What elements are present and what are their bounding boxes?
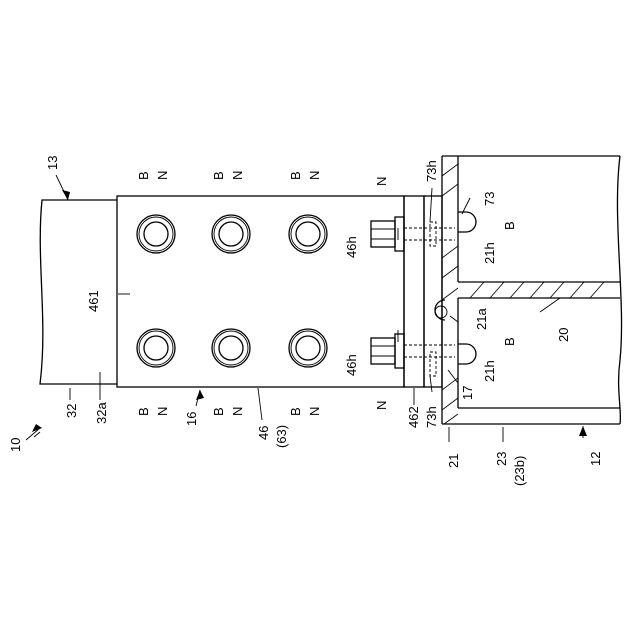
label-63: (63) bbox=[274, 425, 289, 448]
label-bolt: B bbox=[288, 407, 303, 416]
labels: 13 10 32 32a 461 16 46 (63) 46h 46h 462 … bbox=[8, 156, 603, 486]
member-12 bbox=[435, 156, 622, 424]
label-nut: N bbox=[155, 171, 170, 180]
plate-46 bbox=[117, 196, 442, 387]
bolt-head-top bbox=[458, 212, 476, 232]
label-nut: N bbox=[307, 407, 322, 416]
label-nut: N bbox=[374, 177, 389, 186]
label-21a: 21a bbox=[474, 308, 489, 330]
bolt-top-2 bbox=[212, 215, 250, 253]
label-10: 10 bbox=[8, 438, 23, 452]
label-462: 462 bbox=[406, 406, 421, 428]
label-nut: N bbox=[230, 407, 245, 416]
label-46: 46 bbox=[256, 426, 271, 440]
label-nut: N bbox=[374, 401, 389, 410]
label-23: 23 bbox=[494, 452, 509, 466]
label-bolt: B bbox=[288, 171, 303, 180]
label-21: 21 bbox=[446, 454, 461, 468]
label-73: 73 bbox=[482, 192, 497, 206]
label-46h-top: 46h bbox=[344, 236, 359, 258]
label-20: 20 bbox=[556, 328, 571, 342]
label-nut: N bbox=[307, 171, 322, 180]
label-46h-bottom: 46h bbox=[344, 354, 359, 376]
label-461: 461 bbox=[86, 290, 101, 312]
bolt-group bbox=[137, 215, 327, 367]
label-13: 13 bbox=[45, 156, 60, 170]
bolt-bottom-3 bbox=[289, 329, 327, 367]
member-13 bbox=[40, 200, 117, 384]
bolt-top-3 bbox=[289, 215, 327, 253]
bolt-bottom-2 bbox=[212, 329, 250, 367]
bolt-head-bottom bbox=[458, 344, 476, 364]
label-bolt: B bbox=[502, 221, 517, 230]
label-bolt: B bbox=[136, 407, 151, 416]
label-bolt: B bbox=[502, 337, 517, 346]
bolt-bottom-1 bbox=[137, 329, 175, 367]
label-nut: N bbox=[230, 171, 245, 180]
label-bolt: B bbox=[211, 407, 226, 416]
label-73h-top: 73h bbox=[424, 160, 439, 182]
label-bolt: B bbox=[211, 171, 226, 180]
label-21h-bottom: 21h bbox=[482, 360, 497, 382]
label-nut: N bbox=[155, 407, 170, 416]
label-bolt: B bbox=[136, 171, 151, 180]
label-23b: (23b) bbox=[512, 456, 527, 486]
plate-462 bbox=[404, 196, 424, 387]
label-21h-top: 21h bbox=[482, 242, 497, 264]
bolt-top-1 bbox=[137, 215, 175, 253]
label-32a: 32a bbox=[94, 402, 109, 424]
plate-73 bbox=[424, 196, 442, 387]
label-12: 12 bbox=[588, 452, 603, 466]
label-17: 17 bbox=[460, 386, 475, 400]
label-73h-bottom: 73h bbox=[424, 406, 439, 428]
label-32: 32 bbox=[64, 404, 79, 418]
label-16: 16 bbox=[184, 412, 199, 426]
